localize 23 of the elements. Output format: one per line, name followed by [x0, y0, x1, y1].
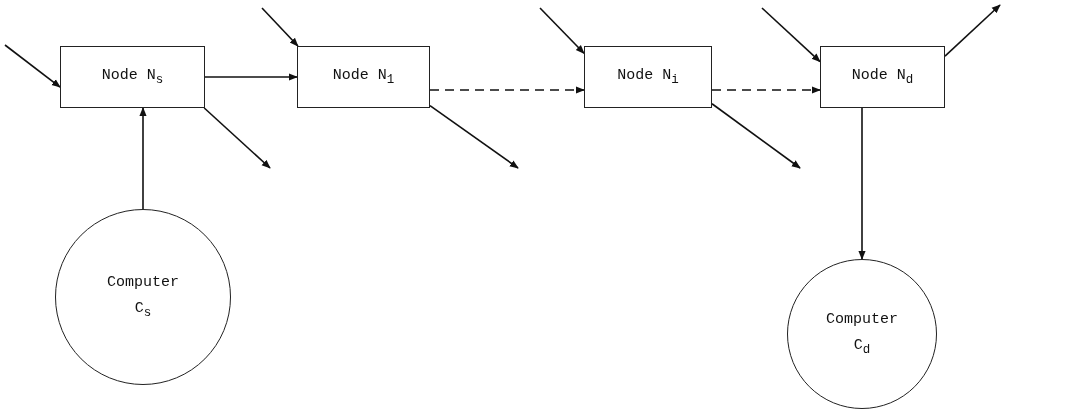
node-box	[60, 46, 205, 108]
arrow	[261, 7, 299, 47]
arrow	[204, 73, 298, 81]
arrow	[539, 7, 585, 55]
arrow	[4, 44, 61, 88]
arrow	[429, 86, 585, 94]
arrow	[761, 7, 821, 63]
arrow	[858, 107, 866, 260]
node-box	[297, 46, 430, 108]
node-box	[820, 46, 945, 108]
arrow	[429, 104, 519, 169]
arrow	[711, 86, 821, 94]
node-label: Node N$_{1}$	[332, 65, 395, 89]
arrow	[139, 107, 147, 210]
node-label: Node N$_{i}$	[617, 65, 679, 89]
node-label: Computer C$_{d}$	[825, 310, 899, 359]
node-label: Computer C$_{s}$	[106, 273, 180, 322]
arrow	[711, 102, 801, 169]
node-label: Node N$_{s}$	[101, 65, 164, 89]
node-label: Node N$_{d}$	[851, 65, 914, 89]
arrow	[203, 107, 271, 169]
node-box	[584, 46, 712, 108]
arrow	[944, 4, 1001, 57]
